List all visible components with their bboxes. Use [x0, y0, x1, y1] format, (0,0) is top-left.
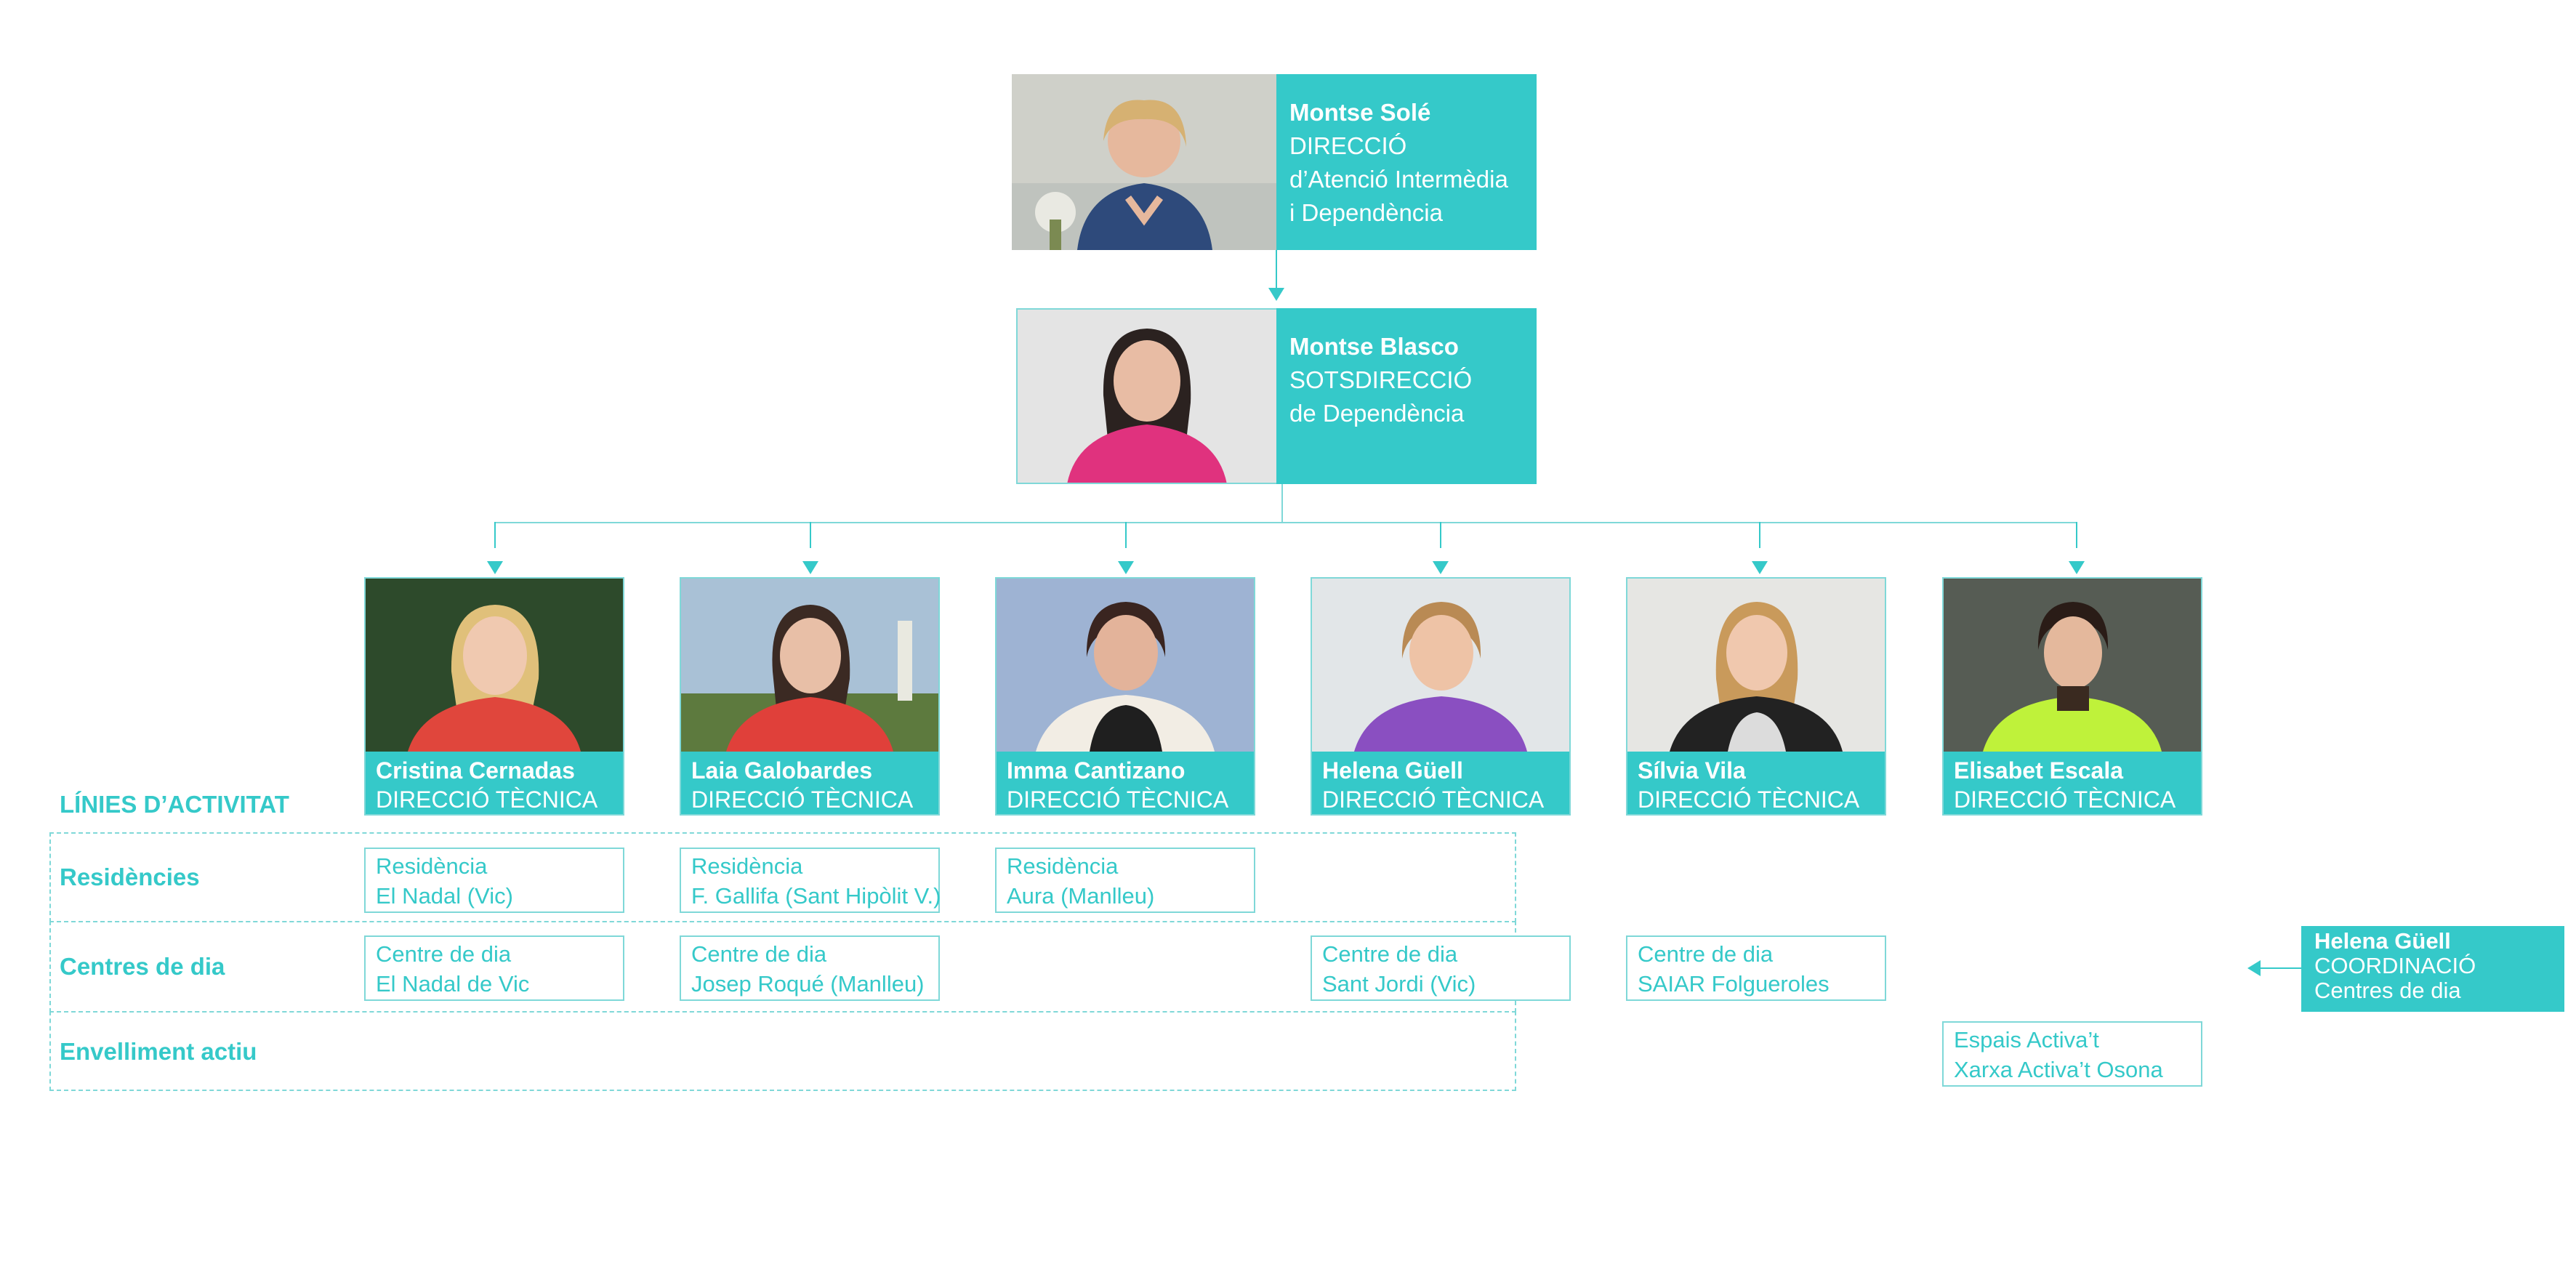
manager-name: Helena Güell — [1322, 757, 1463, 784]
service-espais-activat: Espais Activa’t Xarxa Activa’t Osona — [1942, 1021, 2202, 1087]
subdirector-name: Montse Blasco — [1289, 333, 1459, 360]
director-photo — [1012, 74, 1276, 250]
manager-name-bar: Imma Cantizano DIRECCIÓ TÈCNICA — [995, 752, 1255, 816]
manager-photo — [995, 577, 1255, 752]
arrow-down-icon — [1118, 561, 1134, 574]
director-role: DIRECCIÓ — [1289, 132, 1407, 159]
service-location: El Nadal de Vic — [376, 971, 530, 997]
manager-name: Laia Galobardes — [691, 757, 872, 784]
service-location: SAIAR Folgueroles — [1638, 971, 1830, 997]
manager-photo — [680, 577, 940, 752]
arrow-down-icon — [802, 561, 818, 574]
service-centre-el-nadal: Centre de dia El Nadal de Vic — [364, 935, 624, 1001]
manager-name: Imma Cantizano — [1007, 757, 1186, 784]
manager-role: DIRECCIÓ TÈCNICA — [1638, 786, 1860, 813]
service-residencia-el-nadal: Residència El Nadal (Vic) — [364, 848, 624, 913]
arrow-down-icon — [1433, 561, 1449, 574]
coordination-card: Helena Güell COORDINACIÓ Centres de dia — [2301, 926, 2564, 1012]
manager-role: DIRECCIÓ TÈCNICA — [376, 786, 598, 813]
manager-name-bar: Elisabet Escala DIRECCIÓ TÈCNICA — [1942, 752, 2202, 816]
service-location: Josep Roqué (Manlleu) — [691, 971, 925, 997]
arrow-down-icon — [2069, 561, 2085, 574]
row-envelliment-actiu — [49, 1011, 1516, 1091]
subdirector-area: de Dependència — [1289, 400, 1465, 427]
director-name: Montse Solé — [1289, 99, 1431, 126]
connector-drop — [810, 522, 811, 548]
category-residencies: Residències — [60, 864, 200, 890]
manager-photo — [1942, 577, 2202, 752]
service-type: Residència — [376, 853, 488, 879]
manager-role: DIRECCIÓ TÈCNICA — [1007, 786, 1229, 813]
manager-name: Sílvia Vila — [1638, 757, 1746, 784]
connector-drop — [2076, 522, 2077, 548]
director-card: Montse Solé DIRECCIÓ d’Atenció Intermèdi… — [1276, 74, 1537, 250]
service-residencia-gallifa: Residència F. Gallifa (Sant Hipòlit V.) — [680, 848, 941, 913]
coordination-name: Helena Güell — [2314, 928, 2451, 954]
subdirector-card: Montse Blasco SOTSDIRECCIÓ de Dependènci… — [1276, 308, 1537, 484]
coordination-role: COORDINACIÓ — [2314, 953, 2476, 978]
connector-drop — [494, 522, 496, 548]
manager-role: DIRECCIÓ TÈCNICA — [1322, 786, 1545, 813]
arrow-down-icon — [1268, 288, 1284, 301]
manager-name-bar: Sílvia Vila DIRECCIÓ TÈCNICA — [1626, 752, 1886, 816]
manager-photo — [364, 577, 624, 752]
connector-director — [1276, 250, 1277, 288]
service-type: Centre de dia — [376, 941, 512, 967]
category-envelliment-actiu: Envelliment actiu — [60, 1038, 257, 1065]
manager-role: DIRECCIÓ TÈCNICA — [1954, 786, 2176, 813]
subdirector-photo — [1016, 308, 1276, 484]
director-area-1: d’Atenció Intermèdia — [1289, 166, 1508, 193]
connector-bus — [494, 522, 2077, 523]
connector-drop — [1440, 522, 1441, 548]
service-centre-josep-roque: Centre de dia Josep Roqué (Manlleu) — [680, 935, 940, 1001]
service-location: Aura (Manlleu) — [1007, 883, 1155, 909]
service-location: Xarxa Activa’t Osona — [1954, 1057, 2163, 1082]
connector-drop — [1759, 522, 1760, 548]
category-centres-de-dia: Centres de dia — [60, 953, 225, 980]
service-centre-sant-jordi: Centre de dia Sant Jordi (Vic) — [1311, 935, 1571, 1001]
service-centre-saiar: Centre de dia SAIAR Folgueroles — [1626, 935, 1886, 1001]
coordination-connector — [2261, 967, 2301, 969]
arrow-down-icon — [487, 561, 503, 574]
service-location: F. Gallifa (Sant Hipòlit V.) — [691, 883, 941, 909]
director-area-2: i Dependència — [1289, 199, 1443, 226]
activity-header: LÍNIES D’ACTIVITAT — [60, 791, 289, 818]
manager-photo — [1626, 577, 1886, 752]
connector-subdirector — [1281, 484, 1283, 522]
connector-drop — [1125, 522, 1127, 548]
service-type: Centre de dia — [1322, 941, 1458, 967]
manager-name: Elisabet Escala — [1954, 757, 2124, 784]
service-type: Centre de dia — [691, 941, 827, 967]
service-type: Espais Activa’t — [1954, 1027, 2099, 1052]
manager-name: Cristina Cernadas — [376, 757, 575, 784]
service-location: El Nadal (Vic) — [376, 883, 513, 909]
service-location: Sant Jordi (Vic) — [1322, 971, 1476, 997]
arrow-left-icon — [2247, 960, 2261, 976]
manager-name-bar: Cristina Cernadas DIRECCIÓ TÈCNICA — [364, 752, 624, 816]
service-residencia-aura: Residència Aura (Manlleu) — [995, 848, 1255, 913]
manager-photo — [1311, 577, 1571, 752]
service-type: Residència — [1007, 853, 1119, 879]
coordination-area: Centres de dia — [2314, 978, 2461, 1003]
subdirector-role: SOTSDIRECCIÓ — [1289, 366, 1473, 393]
manager-name-bar: Helena Güell DIRECCIÓ TÈCNICA — [1311, 752, 1571, 816]
manager-role: DIRECCIÓ TÈCNICA — [691, 786, 914, 813]
service-type: Residència — [691, 853, 803, 879]
manager-name-bar: Laia Galobardes DIRECCIÓ TÈCNICA — [680, 752, 940, 816]
service-type: Centre de dia — [1638, 941, 1774, 967]
arrow-down-icon — [1752, 561, 1768, 574]
